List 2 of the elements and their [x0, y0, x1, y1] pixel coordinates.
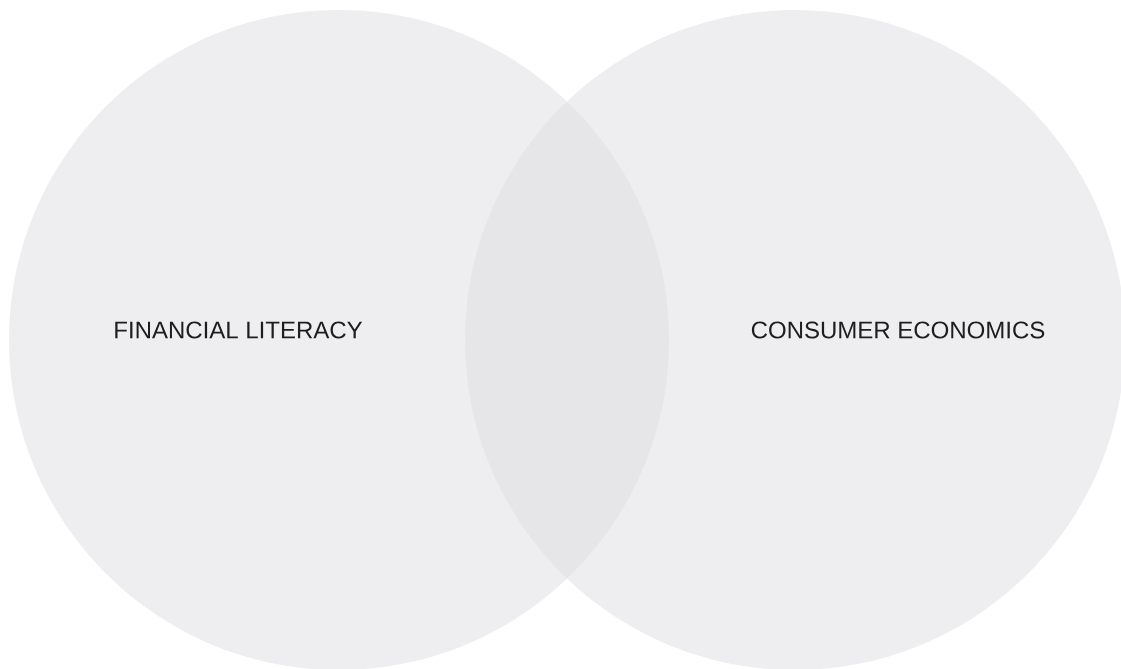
circle-label: FINANCIAL LITERACY: [115, 321, 363, 339]
circle-label: CONSUMER ECONOMICS: [751, 321, 1045, 339]
